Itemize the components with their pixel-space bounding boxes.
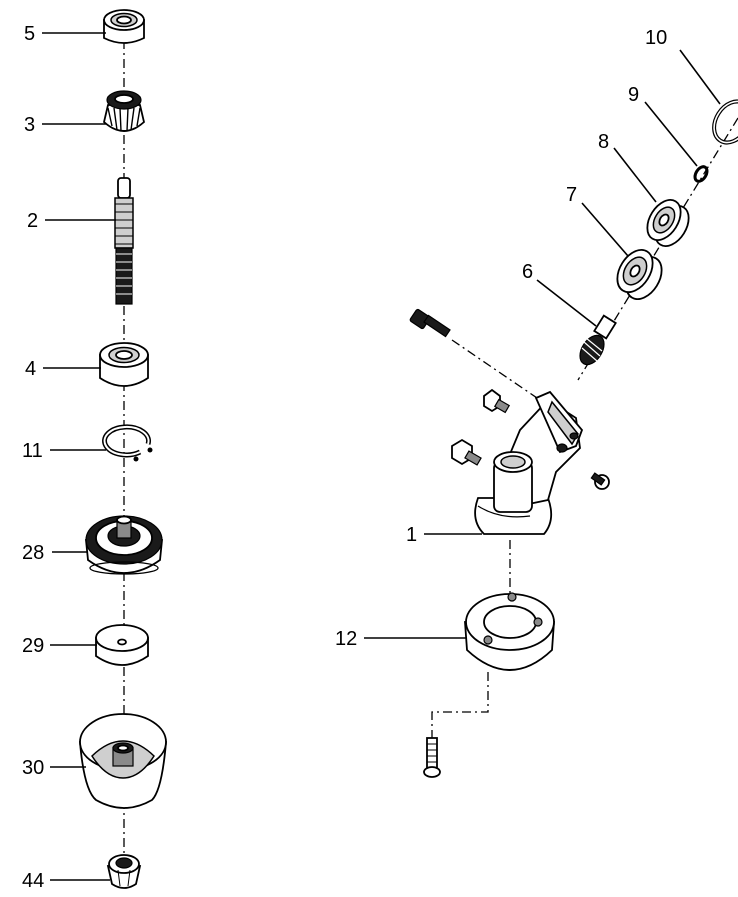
callout-2: 2 (27, 210, 38, 232)
callout-30: 30 (22, 757, 44, 779)
callout-5: 5 (24, 23, 35, 45)
callout-8: 8 (598, 131, 609, 153)
part-2-drive-shaft (114, 177, 134, 305)
part-1-gear-housing (474, 390, 584, 535)
part-44-nut (106, 854, 142, 889)
callout-12: 12 (335, 628, 357, 650)
callout-10: 10 (645, 27, 667, 49)
callout-1: 1 (406, 524, 417, 546)
part-30-cup (79, 713, 167, 809)
callout-3: 3 (24, 114, 35, 136)
part-6-pinion-gear (579, 314, 617, 366)
callout-6: 6 (522, 261, 533, 283)
part-7-bearing (616, 249, 663, 300)
callout-7: 7 (566, 184, 577, 206)
callout-29: 29 (22, 635, 44, 657)
leader-8 (613, 147, 657, 203)
screw-axis (431, 672, 489, 738)
callout-44: 44 (22, 870, 44, 892)
part-5-bearing (103, 9, 145, 44)
part-4-bearing (99, 342, 149, 387)
callout-9: 9 (628, 84, 639, 106)
leader-10 (679, 49, 721, 105)
leader-7 (581, 202, 629, 257)
part-29-washer (95, 624, 149, 666)
leader-6 (536, 279, 597, 327)
part-9-ring (693, 165, 709, 183)
part-8-bearing (646, 199, 690, 247)
part-28-cover (85, 515, 163, 575)
bottom-screw (423, 737, 441, 778)
callout-4: 4 (25, 358, 36, 380)
bolt-axis (451, 339, 541, 401)
part-10-circlip (712, 99, 738, 145)
hex-bolt-upper (483, 388, 511, 414)
part-11-circlip (102, 424, 153, 462)
long-bolt (409, 308, 451, 338)
leader-9 (644, 101, 698, 167)
part-12-round-cover (464, 592, 555, 671)
callout-28: 28 (22, 542, 44, 564)
hex-bolt-lower (451, 438, 482, 466)
callout-11: 11 (22, 440, 43, 462)
small-screw (590, 472, 610, 490)
part-3-bevel-gear (103, 90, 145, 132)
